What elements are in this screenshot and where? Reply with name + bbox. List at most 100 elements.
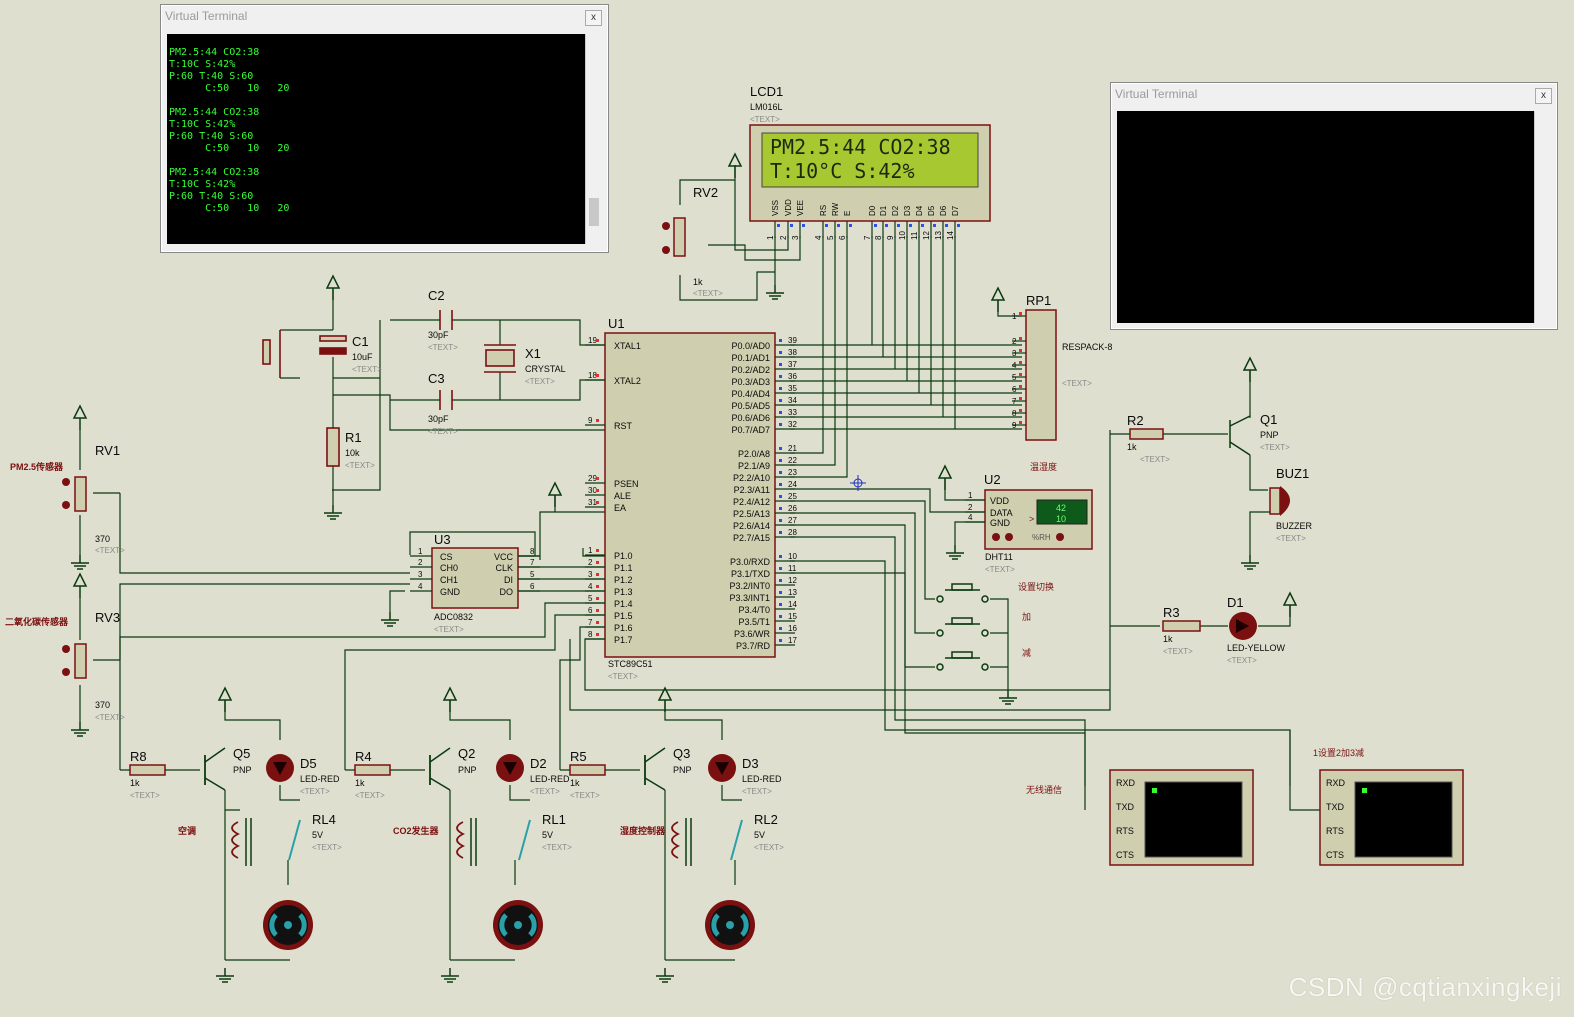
adc-pin-name: DI <box>504 575 513 585</box>
mcu-u1: U1 STC89C51 <TEXT> XTAL119XTAL218RST9PSE… <box>585 316 797 681</box>
adc-pin-name: GND <box>440 587 461 597</box>
terminal1-close-button[interactable]: x <box>585 10 602 26</box>
mcu-text-tag: <TEXT> <box>608 672 638 681</box>
buz-text-tag: <TEXT> <box>1276 534 1306 543</box>
mcu-pin-name: RST <box>614 421 633 431</box>
mcu-pin-name: P1.4 <box>614 599 633 609</box>
lcd-screen <box>761 132 979 188</box>
adc-pin-number: 6 <box>530 582 535 591</box>
terminal1-line: C:50 10 20 <box>169 143 290 154</box>
rv3-text-tag: <TEXT> <box>95 713 125 722</box>
pin-marker <box>779 459 782 462</box>
channel-resistor-text-tag: <TEXT> <box>570 791 600 800</box>
pin-marker <box>779 615 782 618</box>
terminal1-line: PM2.5:44 CO2:38 <box>169 107 260 118</box>
mcu-pin-number: 1 <box>588 546 593 555</box>
lcd-pin-number: 8 <box>874 235 883 240</box>
mcu-pin-name: XTAL2 <box>614 376 641 386</box>
adc-pin-name: CLK <box>495 563 513 573</box>
lcd-pin-number: 11 <box>910 231 919 240</box>
transistor-collector <box>644 777 666 791</box>
adc-pin-name: CS <box>440 552 453 562</box>
lcd-pin-name: D6 <box>939 205 948 216</box>
terminal2-scrollbar[interactable] <box>1534 111 1551 323</box>
watermark: CSDN @cqtianxingkeji <box>1288 972 1562 1002</box>
pin-marker <box>596 501 599 504</box>
channel-transistor-type: PNP <box>673 765 692 775</box>
pin-marker <box>596 609 599 612</box>
channel-led-model: LED-RED <box>300 774 340 784</box>
r2-ref: R2 <box>1127 413 1144 428</box>
rp1-pin-number: 1 <box>1012 312 1017 321</box>
vt2-label: 1设置2加3减 <box>1313 747 1364 758</box>
push-buttons <box>936 583 989 671</box>
q1-text-tag: <TEXT> <box>1260 443 1290 452</box>
mcu-pin-number: 13 <box>788 588 797 597</box>
adc-u3: U3 ADC0832 <TEXT> CS1CH02CH13GND4VCC8CLK… <box>410 532 540 634</box>
pin-marker <box>779 531 782 534</box>
mcu-pin-number: 4 <box>588 582 593 591</box>
channel-led-ref: D5 <box>300 756 317 771</box>
terminal2-screen[interactable] <box>1117 111 1534 323</box>
lcd-pin-number: 6 <box>838 235 847 240</box>
terminal2-close-button[interactable]: x <box>1535 88 1552 104</box>
r3-value: 1k <box>1163 634 1173 644</box>
mcu-pin-number: 37 <box>788 360 797 369</box>
channel-resistor-text-tag: <TEXT> <box>355 791 385 800</box>
pin-marker <box>1019 409 1022 412</box>
terminal1-scroll-thumb[interactable] <box>589 198 599 226</box>
virtual-terminal-window-2[interactable]: Virtual Terminal x <box>1110 82 1558 330</box>
rv3-ref: RV3 <box>95 610 120 625</box>
mcu-pin-name: PSEN <box>614 479 639 489</box>
mcu-pin-number: 19 <box>588 336 597 345</box>
mcu-pin-number: 32 <box>788 420 797 429</box>
dht-pin-number: 1 <box>968 491 973 500</box>
channel-led-model: LED-RED <box>530 774 570 784</box>
lcd-pin-name: RS <box>819 205 828 216</box>
c2-value: 30pF <box>428 330 449 340</box>
lcd-pin-name: RW <box>831 202 840 216</box>
transistor-collector <box>204 777 226 791</box>
motor-rotor <box>528 913 537 937</box>
terminal1-line: C:50 10 20 <box>169 83 290 94</box>
d1-ref: D1 <box>1227 595 1244 610</box>
motor-rotor <box>269 913 278 937</box>
channel-transistor-type: PNP <box>458 765 477 775</box>
resistor-body <box>569 764 606 776</box>
mcu-right-pins: P0.0/AD039P0.1/AD138P0.2/AD237P0.3/AD336… <box>729 336 797 651</box>
motor-shaft <box>726 921 734 929</box>
channel-transistor-ref: Q3 <box>673 746 690 761</box>
lcd-pin-name: D3 <box>903 205 912 216</box>
rp1-pin-number: 6 <box>1012 385 1017 394</box>
pin-marker <box>596 573 599 576</box>
terminal1-scrollbar[interactable] <box>585 34 602 244</box>
pin-marker <box>779 507 782 510</box>
pin-marker <box>825 224 828 227</box>
pin-marker <box>596 489 599 492</box>
lcd-pin-name: D1 <box>879 205 888 216</box>
d1-text-tag: <TEXT> <box>1227 656 1257 665</box>
motor-rotor <box>740 913 749 937</box>
rv1-ref: RV1 <box>95 443 120 458</box>
led-arrow <box>503 762 517 775</box>
adc-pin-name: DO <box>500 587 514 597</box>
dht11-u2: U2 温湿度 42 10 > %RH DHT11 <TEXT> VDD1DATA… <box>965 461 1093 574</box>
c1-text-tag: <TEXT> <box>352 365 382 374</box>
vt2-pin-rts: RTS <box>1326 826 1344 836</box>
pin-marker <box>1019 397 1022 400</box>
c3-text-tag: <TEXT> <box>428 427 458 436</box>
pin-marker <box>596 585 599 588</box>
vt1-pin-cts: CTS <box>1116 850 1134 860</box>
mcu-pin-number: 28 <box>788 528 797 537</box>
mcu-pin-name: P3.1/TXD <box>731 569 771 579</box>
terminal1-title: Virtual Terminal <box>165 9 248 23</box>
mcu-pin-name: P2.6/A14 <box>733 521 770 531</box>
dht-pin-number: 2 <box>968 503 973 512</box>
adc-pin-number: 7 <box>530 558 535 567</box>
mcu-pin-number: 33 <box>788 408 797 417</box>
q1-type: PNP <box>1260 430 1279 440</box>
r2-text-tag: <TEXT> <box>1140 455 1170 464</box>
